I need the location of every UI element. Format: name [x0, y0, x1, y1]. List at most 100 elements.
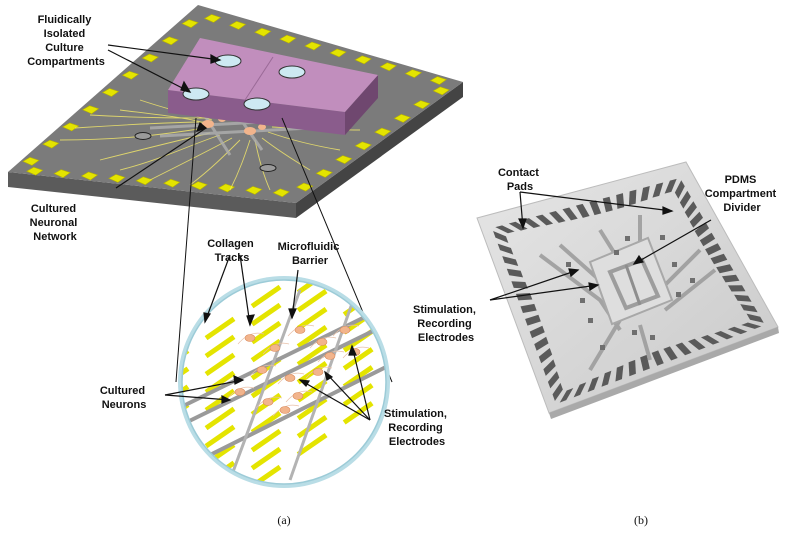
zoom-neuron — [339, 326, 351, 334]
photo-contact-pad — [538, 347, 553, 364]
chip-side-left — [8, 172, 296, 218]
contact-pad — [379, 62, 397, 72]
contact-pad — [80, 171, 99, 181]
contact-pad — [53, 169, 71, 178]
photo-pdms-divider — [588, 236, 674, 326]
contact-pad — [190, 181, 208, 190]
caption-b: (b) — [634, 513, 648, 527]
photo-contact-pad — [716, 264, 734, 274]
photo-electrodes — [566, 235, 695, 350]
contact-pad — [404, 69, 423, 78]
photo-contact-pad — [727, 285, 746, 292]
photo-contact-pad — [552, 382, 563, 402]
photo-contact-pad — [689, 211, 704, 228]
photo-contact-pad — [734, 294, 752, 302]
photo-contact-pad — [699, 232, 716, 247]
contact-pad — [135, 176, 153, 186]
zoom-neuron — [284, 374, 296, 382]
photo-contact-pad — [493, 230, 509, 243]
label-cultured-neuronal-network: Cultured Neuronal Network — [30, 203, 81, 243]
contact-pad — [22, 157, 40, 166]
photo-contact-pad — [741, 322, 762, 329]
photo-contact-pad — [688, 338, 706, 350]
pdms-front-face — [168, 90, 345, 135]
contact-pad — [335, 155, 353, 164]
photo-contact-pad — [559, 388, 574, 403]
photo-contact-pad — [705, 243, 722, 256]
zoom-track — [182, 348, 386, 472]
photo-contact-pad — [710, 253, 728, 265]
caption-a: (a) — [277, 513, 290, 527]
label-microfluidic-barrier: Microfluidic Barrier — [278, 241, 343, 267]
zoom-neuron — [324, 352, 336, 360]
zoom-neuron — [316, 338, 328, 346]
photo-contact-pad — [602, 196, 613, 213]
photo-contact-pad — [746, 313, 764, 323]
photo-contact-pad — [495, 225, 515, 234]
zoom-neuron — [234, 388, 246, 396]
contact-pad — [315, 169, 333, 178]
photo-contact-pad — [534, 336, 549, 351]
pdms-right-face — [345, 75, 378, 135]
photo-contact-pad — [547, 371, 560, 389]
contact-pad — [228, 21, 247, 30]
contact-pad — [393, 114, 411, 123]
photo-contact-pad — [502, 256, 519, 267]
contact-pad — [217, 183, 236, 193]
photo-contact-pad — [651, 350, 664, 366]
panel-a: Fluidically Isolated Culture Compartment… — [8, 5, 463, 527]
photo-contact-pad — [575, 203, 590, 218]
photo-contact-pad — [714, 330, 734, 340]
contact-pad — [354, 55, 372, 65]
contact-pad — [26, 166, 44, 176]
contact-pad — [279, 34, 297, 44]
photo-contact-pad — [535, 214, 554, 226]
zoom-track — [228, 289, 302, 481]
photo-contact-pad — [684, 201, 697, 219]
contact-pad — [163, 178, 181, 188]
photo-contact-pad — [628, 359, 636, 377]
contact-pad — [62, 122, 80, 132]
photo-contact-pad — [674, 180, 685, 199]
photo-contact-pad — [601, 370, 612, 387]
zoom-neuron — [244, 334, 256, 342]
photo-contact-pad — [506, 268, 524, 278]
contact-pad — [81, 105, 100, 115]
photo-contact-pad — [520, 303, 537, 314]
label-stimulation-recording-electrodes-b: Stimulation, Recording Electrodes — [413, 304, 479, 344]
reference-electrodes — [134, 132, 277, 172]
photo-contact-pad — [497, 243, 514, 255]
glass-edge — [549, 327, 779, 419]
zoom-neuron — [312, 368, 324, 376]
contact-pad — [272, 188, 290, 198]
photo-contact-pad — [562, 207, 578, 221]
zoom-neuron — [279, 406, 291, 414]
contact-pad — [254, 27, 272, 37]
contact-pad — [121, 70, 140, 80]
zoom-inset — [178, 276, 390, 488]
zoom-neuron — [292, 392, 304, 400]
photo-contact-pad — [529, 325, 545, 339]
photo-contact-pad — [679, 190, 691, 209]
zoom-neuron — [269, 344, 281, 352]
zoom-neuron — [256, 366, 268, 374]
photo-contact-pad — [640, 186, 650, 202]
label-collagen-tracks: Collagen Tracks — [207, 238, 257, 264]
zoom-neuron — [262, 398, 274, 406]
photo-contact-pad — [663, 346, 678, 361]
photo-contact-pad — [675, 342, 692, 356]
contact-pad — [42, 139, 60, 149]
contact-pad — [329, 48, 347, 58]
photo-contact-pad — [700, 334, 720, 345]
contact-pad — [432, 86, 450, 96]
contact-pad — [101, 88, 120, 97]
contact-pad — [413, 100, 431, 109]
contact-pad — [354, 141, 372, 151]
photo-contact-pad — [616, 193, 625, 209]
contact-pad — [245, 186, 263, 195]
culture-wells — [182, 54, 306, 111]
zoom-track — [288, 294, 357, 481]
panel-b: Contact Pads PDMS Compartment Divider St… — [413, 161, 779, 527]
contact-pad — [203, 14, 222, 23]
